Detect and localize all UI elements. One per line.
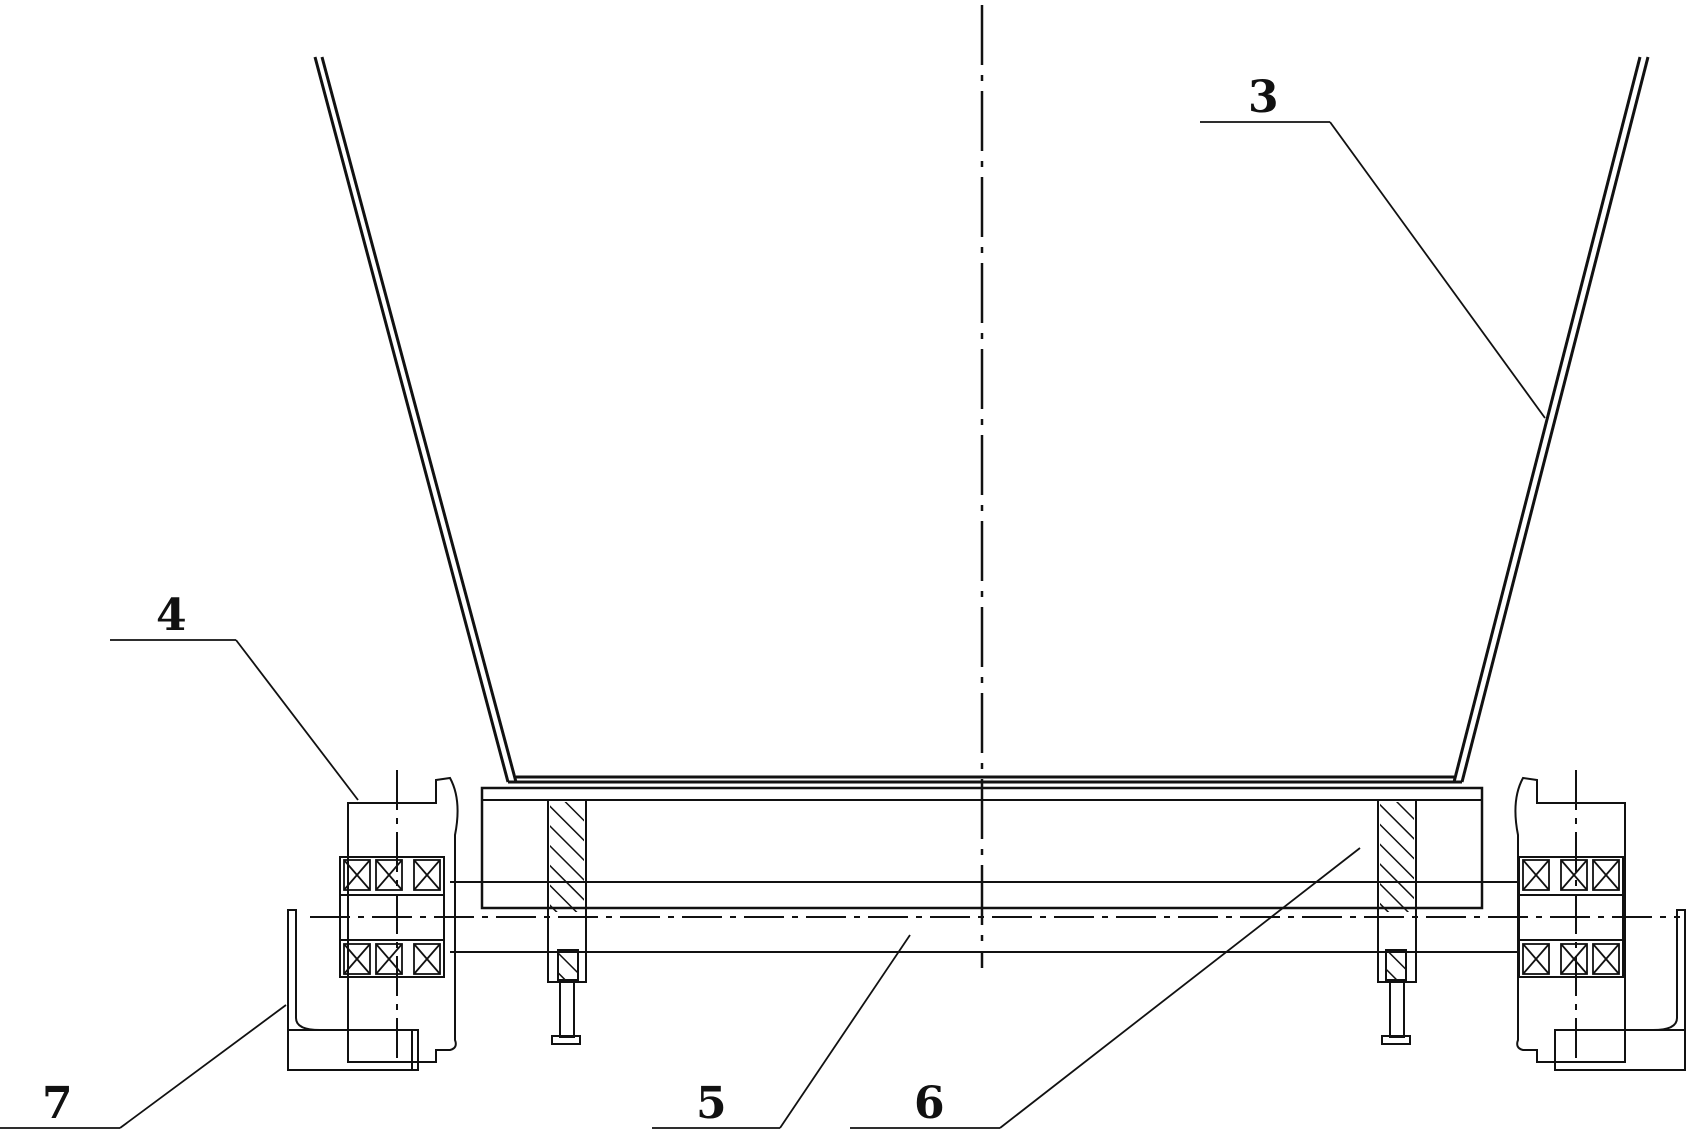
leader-lines bbox=[0, 121, 1546, 1129]
axle-shaft bbox=[310, 881, 1680, 953]
callout-7: 7 bbox=[42, 1078, 73, 1129]
callout-4: 4 bbox=[156, 590, 187, 641]
right-rail-bracket bbox=[1554, 909, 1686, 1071]
right-wheel-assembly bbox=[1514, 770, 1626, 1065]
base-frame bbox=[480, 786, 1484, 910]
left-bearing-seat bbox=[547, 799, 587, 1045]
hopper-body bbox=[313, 56, 1650, 784]
left-bearing-rollers bbox=[343, 859, 441, 975]
right-bearing-rollers bbox=[1522, 859, 1620, 975]
left-wheel-assembly bbox=[339, 770, 459, 1065]
callout-3: 3 bbox=[1248, 72, 1279, 123]
callout-5: 5 bbox=[696, 1078, 727, 1129]
left-rail-bracket bbox=[287, 909, 419, 1071]
callout-6: 6 bbox=[914, 1078, 945, 1129]
right-bearing-seat bbox=[1377, 799, 1417, 1045]
